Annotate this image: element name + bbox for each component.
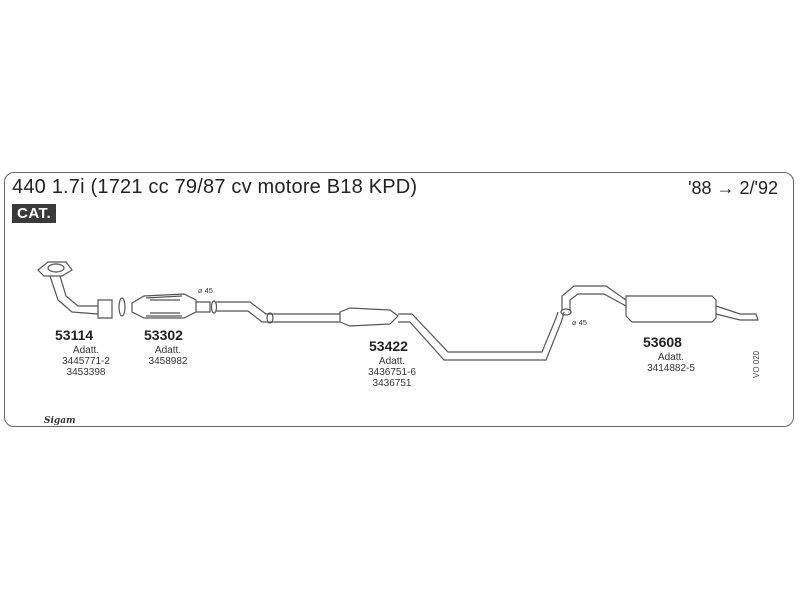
part-notes-53114: Adatt. 3445771-2 3453398 (56, 345, 116, 378)
part-code-53608[interactable]: 53608 (643, 334, 682, 350)
vehicle-title: 440 1.7i (1721 cc 79/87 cv motore B18 KP… (12, 176, 418, 198)
catalytic-converter-part[interactable] (131, 293, 211, 319)
note-line: 3458982 (148, 356, 188, 367)
part-notes-53302: Adatt. 3458982 (138, 345, 198, 367)
year-range: '88 → 2/'92 (688, 178, 778, 198)
note-line: Adatt. (657, 352, 685, 363)
flange-part (118, 297, 126, 317)
diagram-frame (4, 172, 794, 427)
part-code-53302[interactable]: 53302 (144, 327, 183, 343)
note-line: 3436751-6 (368, 367, 416, 378)
intermediate-pipe-part[interactable] (210, 300, 565, 361)
note-line: 3436751 (372, 378, 412, 389)
note-line: 3414882-5 (647, 363, 695, 374)
part-notes-53608: Adatt. 3414882-5 (636, 352, 706, 374)
note-line: Adatt. (72, 345, 100, 356)
part-code-53422[interactable]: 53422 (369, 338, 408, 354)
diameter-label-muffler: ⌀ 45 (572, 318, 587, 327)
cat-badge: CAT. (12, 204, 57, 223)
part-code-53114[interactable]: 53114 (55, 327, 94, 343)
brand-logo: Sigam (44, 416, 76, 426)
diameter-label-cat: ⌀ 45 (198, 286, 213, 295)
diagram-code: VO 020 (752, 350, 761, 378)
downpipe-part[interactable] (37, 261, 113, 319)
note-line: Adatt. (154, 345, 182, 356)
part-notes-53422: Adatt. 3436751-6 3436751 (360, 356, 424, 389)
note-line: 3445771-2 (62, 356, 110, 367)
note-line: 3453398 (66, 367, 106, 378)
note-line: Adatt. (378, 356, 406, 367)
rear-muffler-part[interactable] (560, 285, 759, 323)
